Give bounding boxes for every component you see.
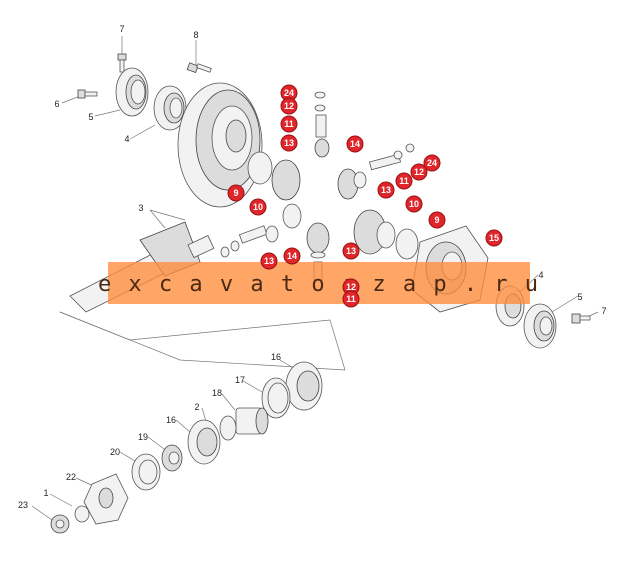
svg-text:14: 14 [287,251,297,261]
watermark-text: e x c a v a t o r z a p . r u [98,272,540,297]
nut-ring-5-right [523,303,557,349]
badge-9-left: 9 [227,184,245,202]
bolt-7-top [117,53,127,73]
label-7-top: 7 [119,24,124,34]
label-4-right: 4 [538,270,543,280]
svg-text:13: 13 [346,246,356,256]
svg-text:12: 12 [414,167,424,177]
part-labels: 7 8 6 5 4 3 4 5 7 16 17 18 2 16 19 20 22… [18,24,607,510]
svg-text:11: 11 [346,294,356,304]
label-22: 22 [66,472,76,482]
label-6: 6 [54,99,59,109]
leader-lines [31,36,599,521]
svg-text:13: 13 [264,256,274,266]
nut-23 [50,514,70,534]
svg-text:12: 12 [284,101,294,111]
badge-9-right: 9 [428,211,446,229]
label-7-right: 7 [601,306,606,316]
bearing-16-top [285,361,323,411]
badge-10-left: 10 [249,198,267,216]
label-16-bottom: 16 [166,415,176,425]
spacer-18 [235,407,269,435]
seal-20 [131,453,161,491]
svg-text:24: 24 [427,158,437,168]
label-16-top: 16 [271,352,281,362]
label-3: 3 [138,203,143,213]
label-23: 23 [18,500,28,510]
flange-22 [83,473,129,525]
svg-text:24: 24 [284,88,294,98]
svg-text:15: 15 [489,233,499,243]
bearing-16-bottom [187,419,221,465]
svg-text:9: 9 [434,215,439,225]
label-17: 17 [235,375,245,385]
badge-13-top: 13 [280,134,298,152]
nut-ring-5-top [115,67,149,117]
nut-19 [161,444,183,472]
badge-13-center-lower: 13 [342,242,360,260]
ring-gear-3 [177,82,263,208]
badge-11-left: 11 [280,115,298,133]
watermark-band [108,262,530,304]
badge-11-lower: 11 [342,290,360,308]
bolt-8 [186,62,212,74]
badge-15: 15 [485,229,503,247]
label-18: 18 [212,388,222,398]
badge-12-lower: 12 [342,278,360,296]
svg-text:10: 10 [409,199,419,209]
bolt-7-right [571,313,591,324]
differential-parts-center [220,91,419,281]
label-5-top: 5 [88,112,93,122]
label-2: 2 [194,402,199,412]
svg-text:11: 11 [399,176,409,186]
label-4-top: 4 [124,134,129,144]
label-5-right: 5 [577,292,582,302]
svg-text:12: 12 [346,282,356,292]
shim-17 [261,377,291,419]
svg-text:9: 9 [233,188,238,198]
badge-12-left: 12 [280,97,298,115]
label-20: 20 [110,447,120,457]
label-19: 19 [138,432,148,442]
label-8: 8 [193,30,198,40]
svg-text:13: 13 [381,185,391,195]
label-1: 1 [43,488,48,498]
badge-10-right: 10 [405,195,423,213]
svg-text:11: 11 [284,119,294,129]
badge-14-top: 14 [346,135,364,153]
watermark: e x c a v a t o r z a p . r u [98,262,540,304]
callout-badges: 24 12 11 13 14 24 12 11 [227,84,503,308]
bearing-4-top [153,85,187,131]
badge-13-right: 13 [377,181,395,199]
shim-2 [219,415,237,441]
badge-24-right: 24 [423,154,441,172]
svg-text:14: 14 [350,139,360,149]
badge-13-left-lower: 13 [260,252,278,270]
badge-11-right: 11 [395,172,413,190]
badge-14-lower: 14 [283,247,301,265]
svg-text:13: 13 [284,138,294,148]
oring-1 [74,505,90,523]
svg-text:10: 10 [253,202,263,212]
badge-12-right: 12 [410,163,428,181]
bolt-6 [77,89,98,99]
